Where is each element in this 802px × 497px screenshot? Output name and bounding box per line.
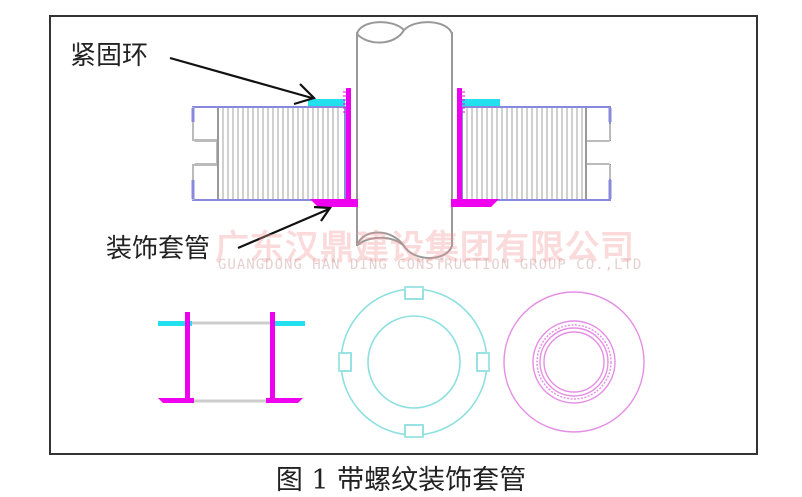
figure-caption: 图 1 带螺纹装饰套管 <box>275 465 527 496</box>
figure-frame <box>49 15 758 455</box>
left-fastening-ring <box>308 99 345 106</box>
label-fastening-ring: 紧固环 <box>70 41 149 71</box>
right-fastening-ring <box>462 99 500 106</box>
leader-arrow-fastening-ring <box>169 56 317 106</box>
left-decorative-sleeve <box>310 88 358 207</box>
label-decorative-sleeve: 装饰套管 <box>106 234 211 264</box>
watermark-en: GUANGDONG HAN DING CONSTRUCTION GROUP CO… <box>218 257 643 273</box>
side-view <box>158 312 305 403</box>
left-wall-body <box>191 106 346 201</box>
sleeve-plan-view <box>503 291 645 433</box>
leader-arrow-decorative-sleeve <box>237 205 333 250</box>
fastening-ring-plan-view <box>338 286 490 438</box>
right-wall-body <box>461 106 613 201</box>
right-decorative-sleeve <box>451 88 499 207</box>
pipe <box>356 21 453 259</box>
watermark-cn: 广东汉鼎建设集团有限公司 <box>215 228 635 268</box>
